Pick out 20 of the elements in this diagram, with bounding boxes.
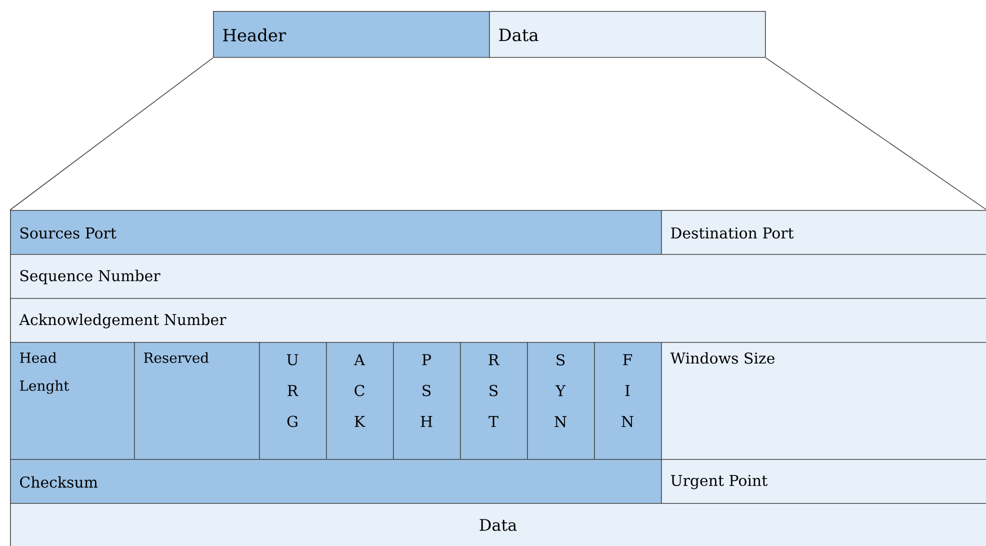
node-label: Destination Port <box>671 227 794 239</box>
header-cell: Acknowledgement Number <box>10 298 986 343</box>
flag-cell: P S H <box>393 342 461 460</box>
flag-cell: S Y N <box>527 342 595 460</box>
node-label: Urgent Point <box>670 474 768 490</box>
header-cell: Sources Port <box>10 210 662 255</box>
node-label: Windows Size <box>670 352 774 364</box>
header-cell: Reserved <box>134 342 260 460</box>
node-label: Sequence Number <box>20 270 160 284</box>
expansion-line <box>10 57 214 210</box>
header-cell: Head Lenght <box>10 342 135 460</box>
header-cell: Destination Port <box>661 210 986 255</box>
segment-box: Header <box>213 11 490 58</box>
expansion-line <box>765 57 986 210</box>
header-cell: Urgent Point <box>661 459 986 504</box>
segment-box: Data <box>489 11 766 58</box>
flag-cell: A C K <box>326 342 394 460</box>
flag-cell: F I N <box>594 342 662 460</box>
flag-cell: R S T <box>460 342 528 460</box>
flag-cell: U R G <box>259 342 327 460</box>
